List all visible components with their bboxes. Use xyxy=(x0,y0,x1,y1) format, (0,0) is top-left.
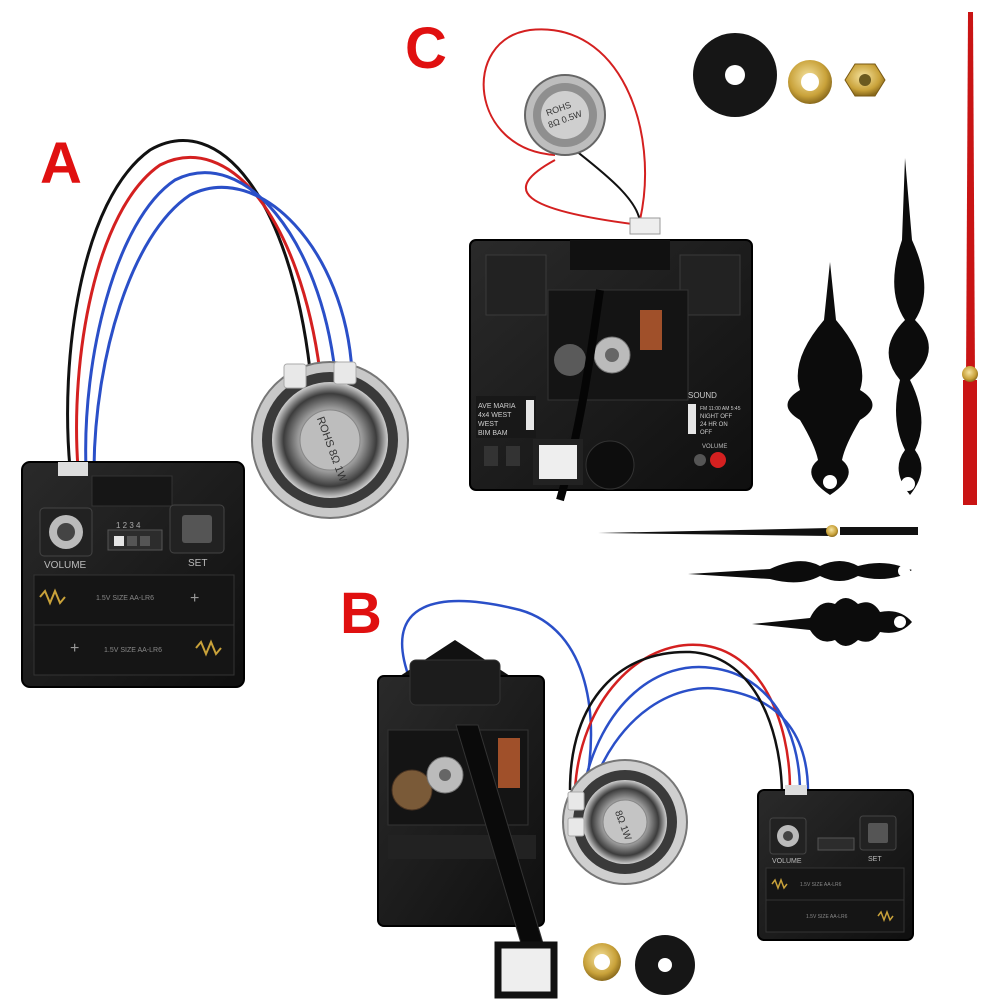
kit-b-battery-compartment: 1.5V SIZE AA-LR6 1.5V SIZE AA-LR6 xyxy=(765,867,905,933)
kit-b-wires xyxy=(400,600,810,801)
kit-c-sound-label: SOUND xyxy=(688,391,717,400)
kit-c-red-button xyxy=(710,452,726,468)
kit-a-switch-numbers: 1 2 3 4 xyxy=(116,521,141,530)
kit-c-sound-1: FM 11:00 AM 5:45 xyxy=(700,406,741,412)
kit-a-battery-label-2: 1.5V SIZE AA-LR6 xyxy=(104,647,162,654)
label-c: C xyxy=(405,16,447,81)
kit-c-sound-4: OFF xyxy=(700,430,712,436)
kit-c-melody-2: 4x4 WEST xyxy=(478,412,512,419)
kit-b-dip-switch xyxy=(817,837,855,851)
kit-a-speaker: ROHS 8Ω 1W xyxy=(251,361,409,519)
kit-b-control-module: VOLUME SET 1.5V SIZE AA-LR6 1.5V SIZE AA… xyxy=(757,785,914,941)
kit-c-gear-window xyxy=(547,289,689,401)
kit-a-plus-symbol-2: + xyxy=(190,590,199,607)
kit-c-movement: AVE MARIA 4x4 WEST WEST BIM BAM SOUND FM… xyxy=(469,239,753,502)
kit-c-pendulum-hook xyxy=(533,439,583,485)
kit-c-volume-label: VOLUME xyxy=(702,444,727,450)
kit-b-set-label: SET xyxy=(868,856,882,863)
kit-b-rubber-washer xyxy=(635,935,695,995)
kit-c-melody-3: WEST xyxy=(478,421,499,428)
kit-a: 1 2 3 4 VOLUME SET 1.5V SIZE AA-LR6 1.5V… xyxy=(21,139,409,688)
kit-b-set-button xyxy=(859,815,897,851)
kit-b-battery-label-2: 1.5V SIZE AA-LR6 xyxy=(806,914,848,920)
label-b: B xyxy=(340,581,382,646)
kit-a-set-button xyxy=(169,504,225,554)
kit-c-hour-hand-horizontal xyxy=(752,598,912,646)
kit-c-sound-panel: SOUND FM 11:00 AM 5:45 NIGHT OFF 24 HR O… xyxy=(688,391,741,468)
kit-c-second-hand-horizontal xyxy=(598,525,918,537)
kit-c-second-hand xyxy=(962,12,978,505)
kit-a-plus-symbol: + xyxy=(70,640,79,657)
kit-c-sound-2: NIGHT OFF xyxy=(700,414,733,420)
kit-a-dip-switch xyxy=(107,529,163,551)
kit-c-minute-hand xyxy=(888,158,929,495)
kit-c-melody-4: BIM BAM xyxy=(478,430,508,437)
kit-c-connector xyxy=(629,217,661,235)
kit-a-control-module: 1 2 3 4 VOLUME SET 1.5V SIZE AA-LR6 1.5V… xyxy=(21,461,245,688)
kit-b-brass-washer xyxy=(583,943,621,981)
kit-c-minute-hand-horizontal xyxy=(688,561,912,583)
kit-c-sound-3: 24 HR ON xyxy=(700,422,728,428)
kit-b-volume-knob xyxy=(769,817,807,855)
kit-b: 8Ω 1W VOLUME SET 1.5V SIZE AA-LR xyxy=(377,600,914,999)
kit-a-volume-knob xyxy=(39,507,93,557)
kit-c: ROHS 8Ω 0.5W AVE MARIA 4x4 WEST xyxy=(469,12,978,646)
kit-a-set-label: SET xyxy=(188,558,207,569)
kit-a-battery-label-1: 1.5V SIZE AA-LR6 xyxy=(96,595,154,602)
kit-c-hour-hand xyxy=(787,262,873,495)
kit-c-rubber-washer xyxy=(693,33,777,117)
label-a: A xyxy=(40,131,82,196)
kit-a-volume-label: VOLUME xyxy=(44,560,87,571)
kit-c-speaker: ROHS 8Ω 0.5W xyxy=(524,74,606,156)
kit-b-pendulum-arm xyxy=(455,724,558,999)
kit-b-volume-label: VOLUME xyxy=(772,858,802,865)
kit-b-speaker: 8Ω 1W xyxy=(562,759,688,885)
kit-c-brass-washer xyxy=(788,60,832,104)
kit-a-battery-compartment: 1.5V SIZE AA-LR6 1.5V SIZE AA-LR6 + + xyxy=(33,574,235,676)
kit-c-melody-1: AVE MARIA xyxy=(478,403,516,410)
kit-c-melody-panel: AVE MARIA 4x4 WEST WEST BIM BAM xyxy=(476,396,536,438)
kit-a-connector xyxy=(58,462,88,476)
kit-c-speaker-wires xyxy=(482,28,647,226)
kit-c-brass-nut xyxy=(844,63,886,97)
kit-a-wires xyxy=(66,139,354,469)
kit-c-buzzer xyxy=(585,440,635,490)
kit-b-battery-label-1: 1.5V SIZE AA-LR6 xyxy=(800,882,842,888)
